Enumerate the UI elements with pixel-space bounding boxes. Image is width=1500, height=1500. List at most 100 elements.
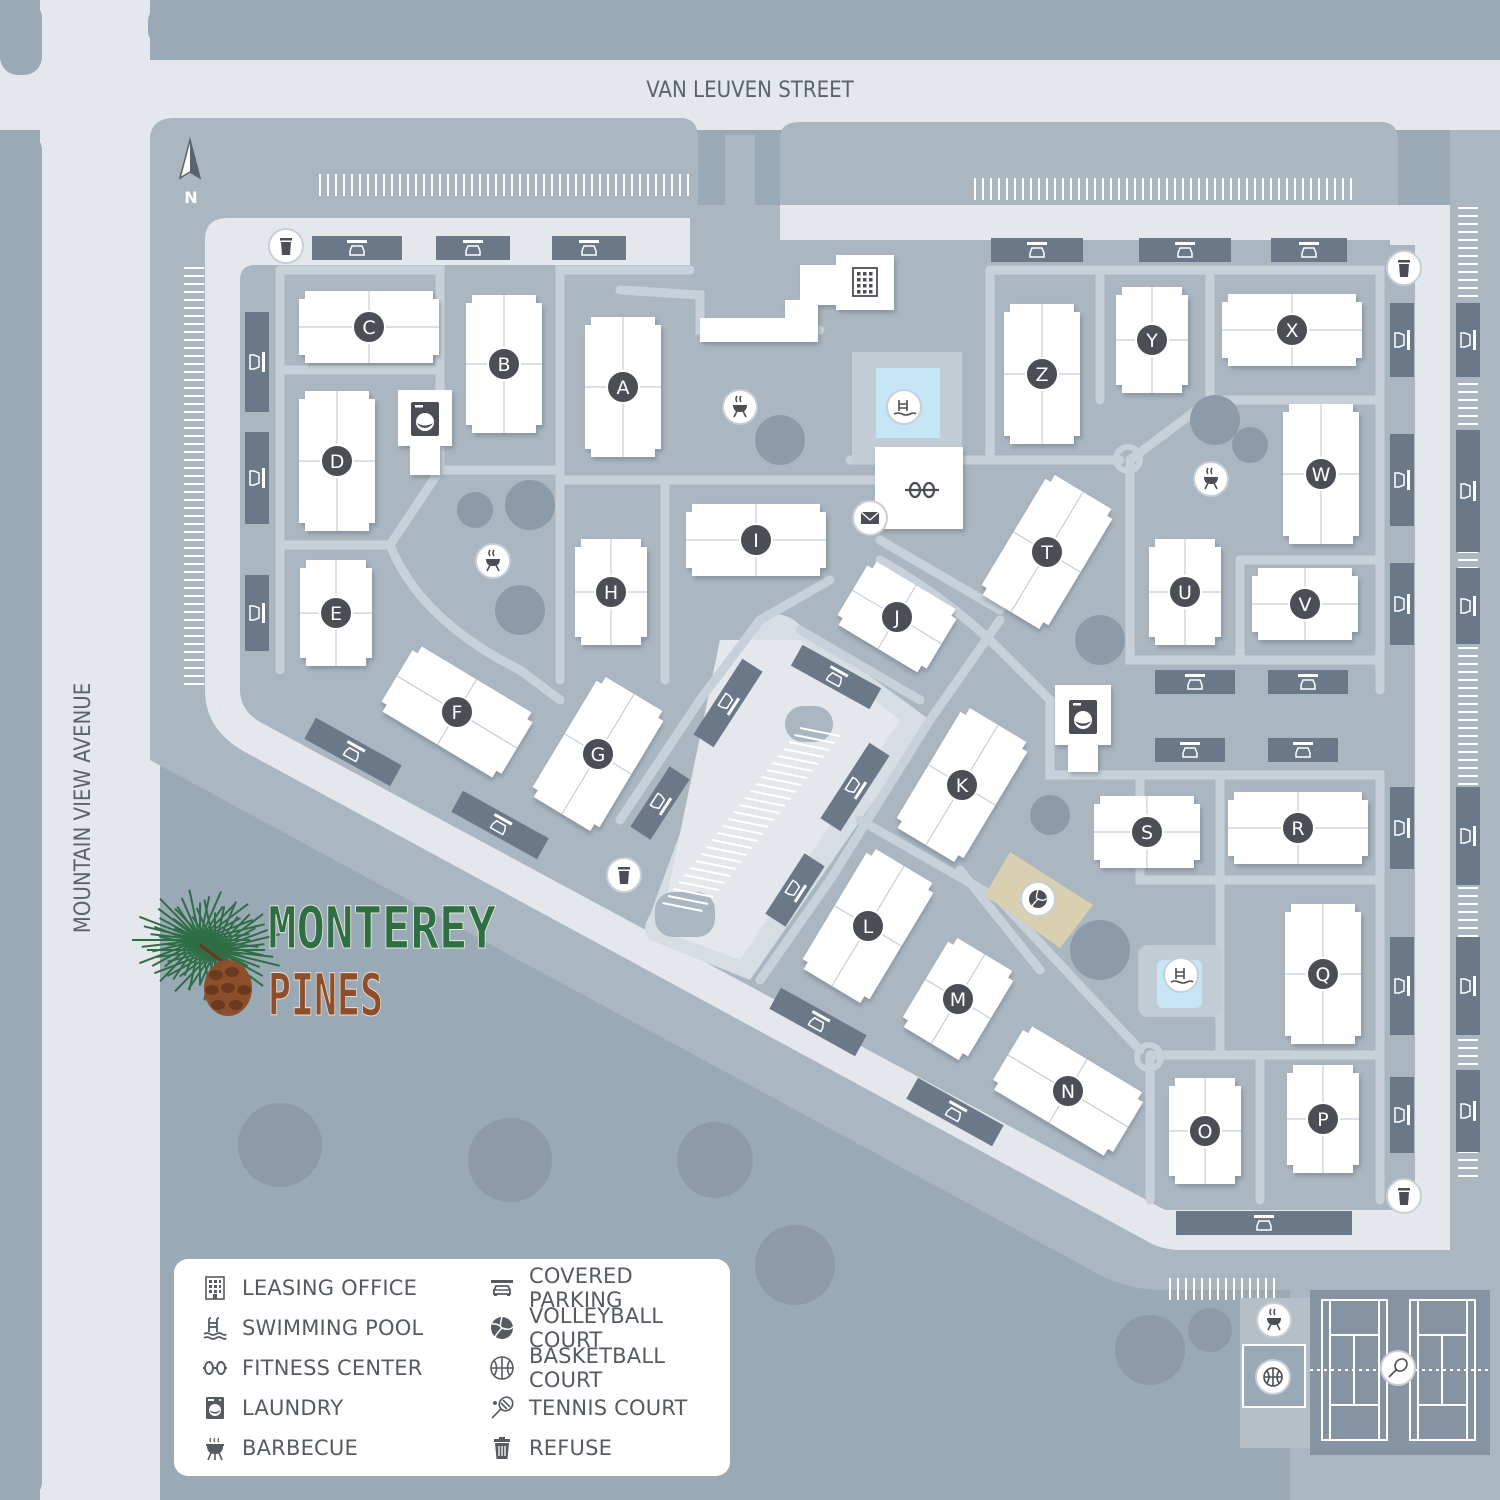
legend-label: LAUNDRY xyxy=(242,1396,344,1420)
street-label-van-leuven: VAN LEUVEN STREET xyxy=(646,78,854,103)
building-t[interactable]: T xyxy=(978,472,1117,632)
walkways xyxy=(275,265,1385,1205)
legend-item-swimming-pool: SWIMMING POOL xyxy=(202,1313,423,1343)
car-icon xyxy=(825,665,849,688)
building-i[interactable]: I xyxy=(686,504,826,576)
carport xyxy=(1390,787,1414,869)
building-letter: T xyxy=(1040,542,1053,564)
building-a[interactable]: A xyxy=(585,317,661,457)
building-b[interactable]: B xyxy=(466,295,542,433)
building-f[interactable]: F xyxy=(377,643,536,780)
trees xyxy=(238,395,1268,1385)
building-letter: E xyxy=(330,603,342,625)
building-badge: N xyxy=(1051,1074,1085,1108)
legend-item-basketball-court: BASKETBALL COURT xyxy=(489,1344,730,1392)
building-d[interactable]: D xyxy=(299,391,375,531)
tennis-court-icon xyxy=(491,1396,514,1419)
car-icon xyxy=(342,740,366,763)
building-badge: Q xyxy=(1306,957,1340,991)
car-icon xyxy=(1175,242,1195,258)
legend-label: FITNESS CENTER xyxy=(242,1356,423,1380)
carport xyxy=(436,236,510,260)
refuse-icon xyxy=(606,857,642,893)
building-h[interactable]: H xyxy=(575,539,647,645)
building-v[interactable]: V xyxy=(1252,568,1358,640)
bbq-icon xyxy=(1193,461,1229,497)
carport xyxy=(304,717,402,787)
building-k[interactable]: K xyxy=(893,705,1032,865)
building-n[interactable]: N xyxy=(989,1023,1147,1159)
bbq-icon xyxy=(722,389,758,425)
carport xyxy=(1268,738,1338,762)
legend-item-volleyball-court: VOLLEYBALL COURT xyxy=(489,1304,730,1352)
building-p[interactable]: P xyxy=(1287,1065,1359,1173)
carport xyxy=(1390,563,1414,645)
building-letter: W xyxy=(1312,464,1331,486)
refuse-icon xyxy=(1386,1178,1422,1214)
building-l[interactable]: L xyxy=(799,846,938,1006)
building-letter: Q xyxy=(1316,964,1331,986)
building-letter: H xyxy=(604,582,618,604)
leasing-office-map-icon xyxy=(852,267,878,297)
carport xyxy=(1390,434,1414,526)
car-icon xyxy=(944,1100,968,1123)
legend-item-covered-parking: COVERED PARKING xyxy=(489,1264,730,1312)
building-m[interactable]: M xyxy=(899,935,1018,1063)
car-icon xyxy=(1027,242,1047,258)
building-y[interactable]: Y xyxy=(1116,287,1188,393)
car-icon xyxy=(1394,470,1410,490)
swimming-pool-icon xyxy=(203,1317,227,1340)
street-label-mountain-view: MOUNTAIN VIEW AVENUE xyxy=(71,683,96,933)
car-icon xyxy=(1394,818,1410,838)
building-badge: M xyxy=(941,982,975,1016)
car-icon xyxy=(1180,742,1200,758)
building-r[interactable]: R xyxy=(1228,792,1368,864)
car-icon xyxy=(489,813,513,836)
building-s[interactable]: S xyxy=(1094,796,1200,868)
car-icon xyxy=(1460,481,1476,501)
carport xyxy=(1390,303,1414,377)
barbecue-icon xyxy=(206,1437,224,1461)
covered-parking-carports xyxy=(245,236,1480,1235)
basketball-icon xyxy=(1255,1359,1291,1395)
building-letter: K xyxy=(956,775,969,797)
building-g[interactable]: G xyxy=(529,674,668,834)
building-letter: I xyxy=(753,530,759,552)
building-z[interactable]: Z xyxy=(1004,304,1080,444)
building-letter: Z xyxy=(1035,364,1048,386)
building-c[interactable]: C xyxy=(299,291,439,363)
pool-icon xyxy=(1163,957,1199,993)
car-icon xyxy=(1394,594,1410,614)
building-o[interactable]: O xyxy=(1169,1078,1241,1184)
building-e[interactable]: E xyxy=(300,560,372,666)
building-letter: M xyxy=(950,989,966,1011)
building-badge: H xyxy=(594,575,628,609)
building-badge: D xyxy=(320,444,354,478)
legend-label: VOLLEYBALL COURT xyxy=(529,1304,664,1352)
legend-item-refuse: REFUSE xyxy=(489,1433,612,1463)
building-badge: T xyxy=(1030,535,1064,569)
car-icon xyxy=(1293,742,1313,758)
legend-label: REFUSE xyxy=(529,1436,613,1460)
building-j[interactable]: J xyxy=(833,559,960,676)
building-badge: Y xyxy=(1135,323,1169,357)
carport xyxy=(1155,738,1225,762)
building-u[interactable]: U xyxy=(1149,539,1221,645)
building-x[interactable]: X xyxy=(1222,294,1362,366)
car-icon xyxy=(463,240,483,256)
building-badge: G xyxy=(581,737,615,771)
building-badge: L xyxy=(851,909,885,943)
carport xyxy=(1456,303,1480,377)
building-q[interactable]: Q xyxy=(1285,904,1361,1044)
car-icon xyxy=(1185,674,1205,690)
bbq-icon xyxy=(1256,1302,1292,1338)
mail-icon xyxy=(852,500,888,536)
carport xyxy=(245,575,269,651)
building-badge: I xyxy=(739,523,773,557)
car-icon xyxy=(717,692,741,716)
north-arrow-icon: N xyxy=(178,137,202,207)
logo-pines: PINES xyxy=(268,961,383,1029)
car-icon xyxy=(1299,242,1319,258)
laundry-map-icon xyxy=(411,402,439,436)
building-w[interactable]: W xyxy=(1283,404,1359,544)
